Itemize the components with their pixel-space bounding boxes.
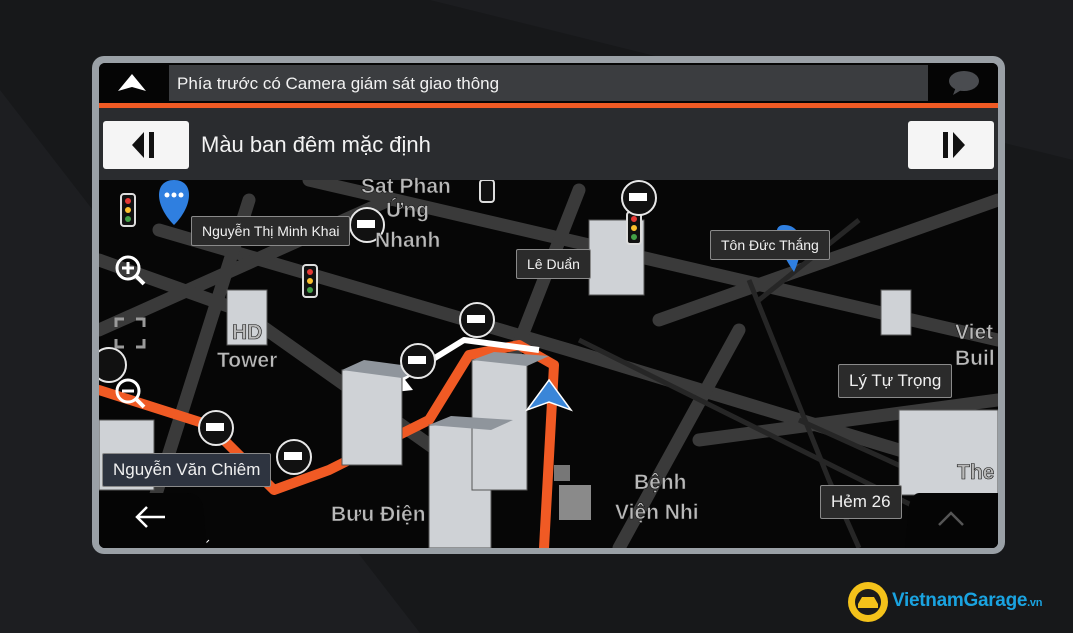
up-arrow-icon[interactable]	[99, 63, 165, 103]
chat-bubble-icon[interactable]	[939, 67, 989, 99]
chevron-right-icon	[943, 132, 965, 158]
chevron-left-icon	[132, 132, 154, 158]
street-label-ton-duc-thang: Tôn Đức Thắng	[710, 230, 830, 260]
street-label-ly-tu-trong: Lý Tự Trọng	[838, 364, 953, 398]
zoom-out-icon[interactable]	[113, 376, 147, 410]
fit-screen-icon[interactable]	[113, 316, 147, 350]
poi-label: Bệnh	[634, 471, 687, 495]
alert-bar: Phía trước có Camera giám sát giao thông	[99, 63, 998, 103]
previous-button[interactable]	[103, 121, 189, 169]
expand-button[interactable]	[905, 493, 998, 548]
next-button[interactable]	[908, 121, 994, 169]
theme-selector-bar: Màu ban đêm mặc định	[99, 108, 998, 180]
alert-text: Phía trước có Camera giám sát giao thông	[177, 74, 500, 93]
theme-title: Màu ban đêm mặc định	[201, 132, 431, 157]
poi-label: Viện Nhi	[615, 501, 699, 525]
poi-label: Buil	[955, 347, 995, 371]
chevron-up-icon	[938, 511, 964, 526]
back-button[interactable]	[99, 493, 207, 548]
poi-label: Nhanh	[375, 229, 441, 253]
alert-message-box: Phía trước có Camera giám sát giao thông	[169, 65, 928, 101]
poi-label: HD	[232, 321, 263, 345]
map-view[interactable]: Sat Phan Ứng Nhanh HD Tower Bưu Điện Bện…	[99, 175, 998, 548]
poi-label: The	[957, 461, 995, 485]
back-arrow-icon	[135, 506, 165, 528]
poi-label: Bưu Điện	[331, 503, 426, 527]
street-label-le-duan: Lê Duẩn	[516, 249, 591, 279]
zoom-in-icon[interactable]	[113, 253, 147, 287]
traffic-light-icon	[120, 180, 642, 298]
accent-divider	[99, 103, 998, 108]
poi-label: Tower	[217, 349, 278, 373]
poi-label: Viet	[955, 321, 994, 345]
poi-label: Sat Phan	[361, 175, 451, 199]
street-label-nguyen-van-chiem: Nguyễn Văn Chiêm	[102, 453, 272, 487]
street-label-hem-26: Hẻm 26	[820, 485, 902, 519]
brand-name: VietnamGarage.vn	[892, 590, 1043, 611]
navigation-screen: Phía trước có Camera giám sát giao thông…	[99, 63, 998, 548]
gear-car-icon	[848, 582, 888, 622]
poi-label: Ứng	[386, 199, 430, 223]
brand-logo: VietnamGarage.vn	[846, 578, 1066, 626]
street-label-nguyen-thi-minh-khai: Nguyễn Thị Minh Khai	[191, 216, 351, 246]
